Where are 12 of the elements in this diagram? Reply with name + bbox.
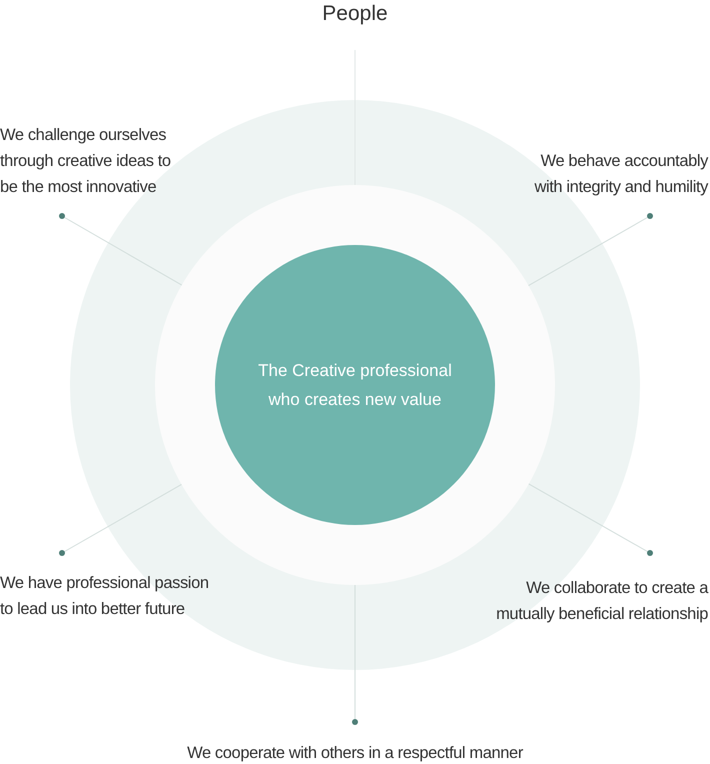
statement-text: We have professional passion to lead us into better future [0,570,260,622]
leader-line [528,213,653,286]
leader-line [352,584,358,725]
leader-line [59,484,182,556]
statement-text: We collaborate to create a mutually beneficial relationship [420,575,708,627]
leader-line [59,213,182,286]
center-text: The Creative professional who creates new value [257,360,453,411]
statement-text: We cooperate with others in a respectful manner [100,740,610,764]
title: People [321,1,389,27]
leader-line [528,483,653,556]
statement-text: We challenge ourselves through creative ideas to be the most innovative [0,122,215,200]
statement-text: We behave accountably with integrity and humility [470,148,708,200]
